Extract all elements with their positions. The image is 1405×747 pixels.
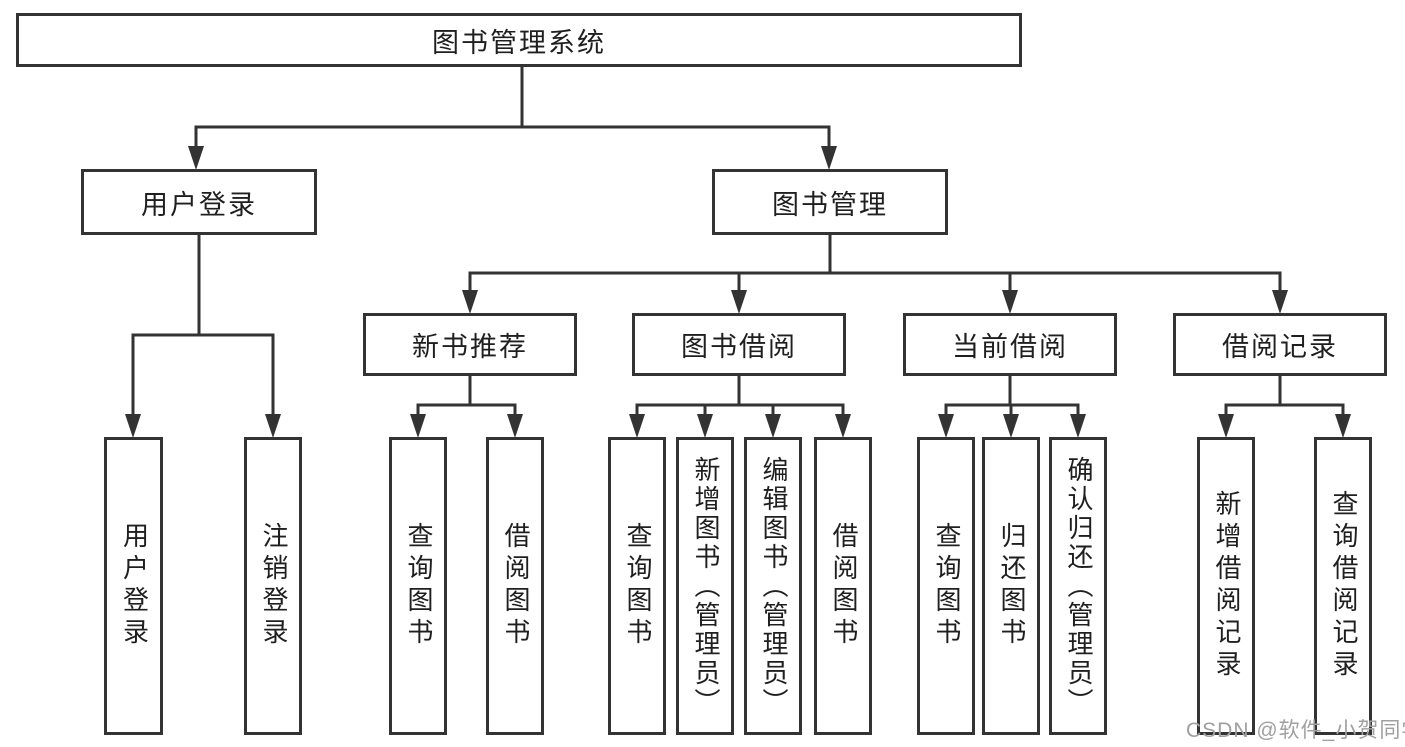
- node-label: 注销登录: [258, 522, 289, 650]
- leaf-query-borrow-record: 查询借阅记录: [1314, 437, 1372, 735]
- node-label: 借阅记录: [1222, 332, 1338, 362]
- csdn-watermark: CSDN @软件_小贺同学: [1186, 719, 1405, 742]
- arrowhead-icon: [765, 414, 781, 438]
- arrowhead-icon: [821, 146, 837, 170]
- node-label: 确认归还（管理员）: [1063, 455, 1094, 717]
- node-label: 查询借阅记录: [1328, 490, 1359, 682]
- arrowheads: [125, 146, 1351, 438]
- arrowhead-icon: [410, 414, 426, 438]
- node-label: 查询图书: [403, 522, 434, 650]
- node-label: 图书管理系统: [432, 27, 606, 58]
- arrowhead-icon: [462, 290, 478, 314]
- arrowhead-icon: [1070, 414, 1086, 438]
- node-label: 新增借阅记录: [1211, 490, 1242, 682]
- arrowhead-icon: [1002, 290, 1018, 314]
- node-label: 新书推荐: [412, 332, 528, 362]
- node-new-book-recommend: 新书推荐: [363, 313, 577, 376]
- node-label: 用户登录: [119, 522, 150, 650]
- connector-book-borrow-children: [635, 376, 845, 416]
- connector-book-management-children: [468, 235, 1282, 292]
- arrowhead-icon: [265, 414, 281, 438]
- arrowhead-icon: [938, 414, 954, 438]
- node-book-management: 图书管理: [712, 169, 948, 235]
- node-label: 借阅图书: [500, 522, 531, 650]
- arrowhead-icon: [1335, 414, 1351, 438]
- leaf-borrow-books-recommend: 借阅图书: [486, 437, 544, 735]
- leaf-confirm-return-admin: 确认归还（管理员）: [1049, 437, 1107, 735]
- node-label: 编辑图书（管理员）: [758, 455, 789, 717]
- node-label: 查询图书: [931, 522, 962, 650]
- leaf-add-borrow-record: 新增借阅记录: [1197, 437, 1255, 735]
- node-label: 借阅图书: [828, 522, 859, 650]
- leaf-add-books-admin: 新增图书（管理员）: [676, 437, 734, 735]
- node-label: 查询图书: [622, 522, 653, 650]
- arrowhead-icon: [1003, 414, 1019, 438]
- node-label: 新增图书（管理员）: [690, 455, 721, 717]
- arrowhead-icon: [835, 414, 851, 438]
- connector-current-borrow-children: [944, 376, 1080, 416]
- arrowhead-icon: [629, 414, 645, 438]
- leaf-user-login: 用户登录: [104, 437, 163, 735]
- arrowhead-icon: [188, 146, 204, 170]
- leaf-query-books-current: 查询图书: [917, 437, 975, 735]
- node-label: 用户登录: [141, 189, 257, 220]
- connector-root-to-level2: [194, 65, 831, 148]
- arrowhead-icon: [1272, 290, 1288, 314]
- leaf-return-books: 归还图书: [982, 437, 1040, 735]
- connector-new-book-recommend-children: [416, 376, 517, 416]
- leaf-logout: 注销登录: [244, 437, 302, 735]
- node-label: 归还图书: [996, 522, 1027, 650]
- leaf-query-books-borrow: 查询图书: [608, 437, 666, 735]
- node-label: 图书管理: [772, 189, 888, 220]
- node-borrow-record: 借阅记录: [1173, 313, 1387, 376]
- leaf-borrow-books: 借阅图书: [814, 437, 872, 735]
- arrowhead-icon: [507, 414, 523, 438]
- connector-borrow-record-children: [1224, 376, 1345, 416]
- node-user-login: 用户登录: [81, 169, 317, 235]
- node-root-system: 图书管理系统: [16, 13, 1022, 67]
- leaf-query-books-recommend: 查询图书: [389, 437, 447, 735]
- connector-user-login-children: [131, 235, 275, 416]
- node-label: 图书借阅: [681, 332, 797, 362]
- arrowhead-icon: [731, 290, 747, 314]
- node-label: 当前借阅: [952, 332, 1068, 362]
- arrowhead-icon: [125, 414, 141, 438]
- node-book-borrow: 图书借阅: [632, 313, 846, 376]
- leaf-edit-books-admin: 编辑图书（管理员）: [744, 437, 802, 735]
- arrowhead-icon: [697, 414, 713, 438]
- node-current-borrow: 当前借阅: [903, 313, 1117, 376]
- arrowhead-icon: [1218, 414, 1234, 438]
